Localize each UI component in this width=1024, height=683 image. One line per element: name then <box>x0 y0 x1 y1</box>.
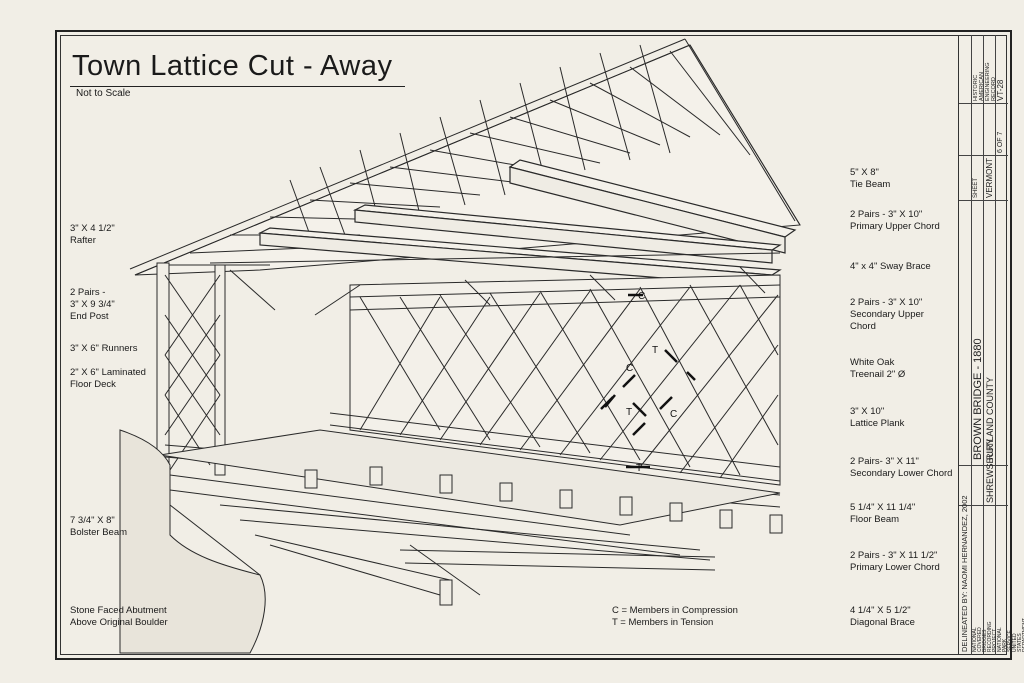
label-floor-beam: 5 1/4" X 11 1/4" Floor Beam <box>850 502 916 525</box>
label-primary-lower-chord: 2 Pairs - 3" X 11 1/2" Primary Lower Cho… <box>850 550 940 573</box>
label-runners: 3" X 6" Runners <box>70 343 138 354</box>
tension-marker: T <box>636 463 642 474</box>
label-diagonal-brace: 4 1/4" X 5 1/2" Diagonal Brace <box>850 605 915 628</box>
label-tie-beam: 5" X 8" Tie Beam <box>850 167 891 190</box>
compression-marker: C <box>670 409 677 420</box>
title-block-rule <box>959 103 1008 104</box>
tie-beams <box>257 159 797 288</box>
legend-compression: C = Members in Compression <box>612 605 738 616</box>
compression-marker: C <box>638 291 645 302</box>
bridge-cutaway-drawing: C C T T C T <box>119 38 801 654</box>
compression-marker: C <box>626 363 633 374</box>
sheet-inner-border <box>60 35 1007 655</box>
label-primary-upper-chord: 2 Pairs - 3" X 10" Primary Upper Chord <box>850 209 940 232</box>
label-end-post: 2 Pairs - 3" X 9 3/4" End Post <box>70 287 115 322</box>
tension-marker: T <box>652 345 658 356</box>
title-block-rule <box>959 155 1008 156</box>
scale-note: Not to Scale <box>76 88 131 99</box>
legend-tension: T = Members in Tension <box>612 617 714 628</box>
title-block-divider <box>971 35 972 655</box>
bridge-name: BROWN BRIDGE - 1880 <box>972 338 984 460</box>
force-diamond <box>600 293 696 469</box>
delineated-by: DELINEATED BY: NAOMI HERNANDEZ, 2002 <box>960 495 969 652</box>
title-block-rule <box>959 200 1008 201</box>
title-underline <box>70 86 405 87</box>
drawing-title: Town Lattice Cut - Away <box>72 50 393 82</box>
title-block: DELINEATED BY: NAOMI HERNANDEZ, 2002 NAT… <box>958 35 1024 655</box>
sheet-border <box>55 30 1012 660</box>
stone-abutment <box>119 429 266 654</box>
title-block-divider <box>995 35 996 655</box>
label-floor-deck: 2" X 6" Laminated Floor Deck <box>70 367 146 390</box>
label-abutment: Stone Faced Abutment Above Original Boul… <box>70 605 168 628</box>
label-rafter: 3" X 4 1/2" Rafter <box>70 223 115 246</box>
agency-credit: NATIONAL COVERED BRIDGES RECORDING PROJE… <box>972 618 1024 652</box>
floor-system <box>159 429 783 606</box>
title-block-rule <box>959 505 1008 506</box>
sheet-label: SHEET <box>973 177 979 198</box>
roof-boards <box>129 38 801 276</box>
label-lattice-plank: 3" X 10" Lattice Plank <box>850 406 905 429</box>
record-number: VT-28 <box>996 79 1005 101</box>
label-secondary-upper-chord: 2 Pairs - 3" X 10" Secondary Upper Chord <box>850 297 924 332</box>
sheet-number: 6 OF 7 <box>997 131 1004 153</box>
label-bolster-beam: 7 3/4" X 8" Bolster Beam <box>70 515 128 538</box>
title-block-rule <box>959 465 1008 466</box>
record-name: HISTORIC AMERICAN ENGINEERING RECORD <box>973 62 997 101</box>
label-sway-brace: 4" x 4" Sway Brace <box>850 261 931 272</box>
label-treenail: White Oak Treenail 2" Ø <box>850 357 906 380</box>
state-name: VERMONT <box>985 158 994 198</box>
tension-marker: T <box>626 407 632 418</box>
label-secondary-lower-chord: 2 Pairs- 3" X 11" Secondary Lower Chord <box>850 456 953 479</box>
title-block-divider <box>983 35 984 655</box>
county-name: RUTLAND COUNTY <box>985 376 995 460</box>
